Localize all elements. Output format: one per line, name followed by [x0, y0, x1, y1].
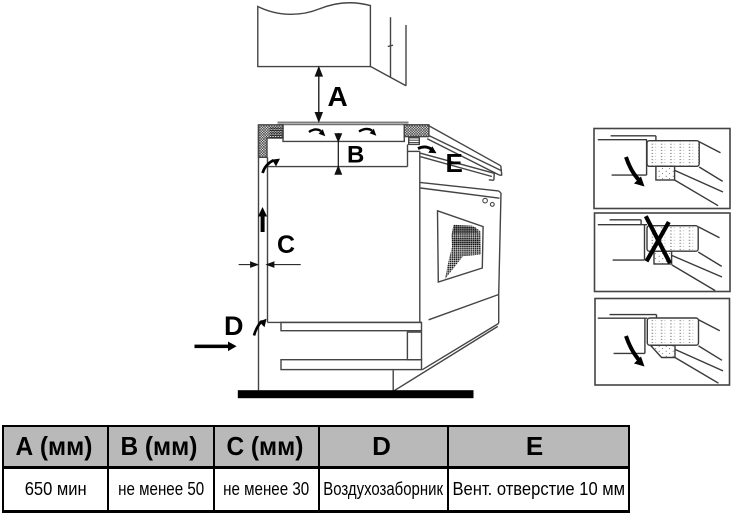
svg-text:C: C	[277, 231, 295, 259]
svg-text:A: A	[328, 81, 348, 112]
svg-text:E: E	[446, 148, 463, 178]
svg-text:D: D	[224, 311, 244, 341]
svg-text:B: B	[347, 142, 364, 169]
